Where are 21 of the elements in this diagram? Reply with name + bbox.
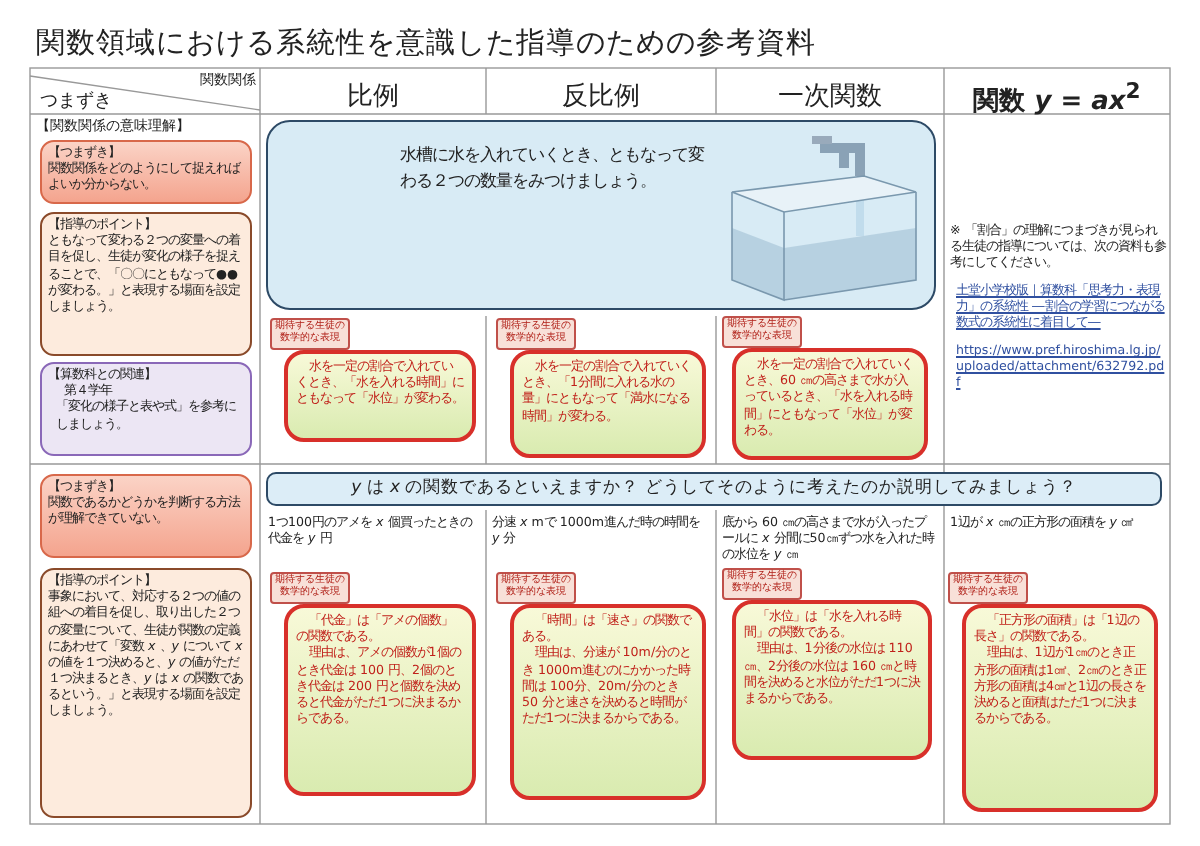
column-header: 反比例 [560, 80, 642, 114]
page-title: 関数領域における系統性を意識した指導のための参考資料 [36, 25, 818, 62]
speech-bubble [510, 350, 706, 458]
column-header: 一次関数 [776, 80, 884, 114]
speech-bubble [732, 600, 932, 760]
speech-bubble [284, 350, 476, 442]
column-header: 関数 y = ax$^{2}$ [971, 78, 1143, 119]
guidance-box [40, 568, 252, 818]
box-text: 水槽に水を入れていくとき、ともなって変わる２つの数量をみつけましょう。 [400, 142, 707, 195]
difficulty-box [40, 140, 252, 204]
speech-bubble [284, 604, 476, 796]
reference-box [40, 362, 252, 456]
box-text: y は x の関数であるといえますか？ どうしてそのように考えたのか説明してみましょう？ [349, 478, 1079, 501]
speech-bubble [962, 604, 1158, 812]
question-banner [266, 472, 1162, 506]
speech-bubble [510, 604, 706, 800]
difficulty-box [40, 474, 252, 558]
speech-bubble [732, 348, 928, 460]
column-header: 比例 [345, 80, 401, 114]
corner-header: つまずき [40, 92, 114, 116]
guidance-box [40, 212, 252, 356]
